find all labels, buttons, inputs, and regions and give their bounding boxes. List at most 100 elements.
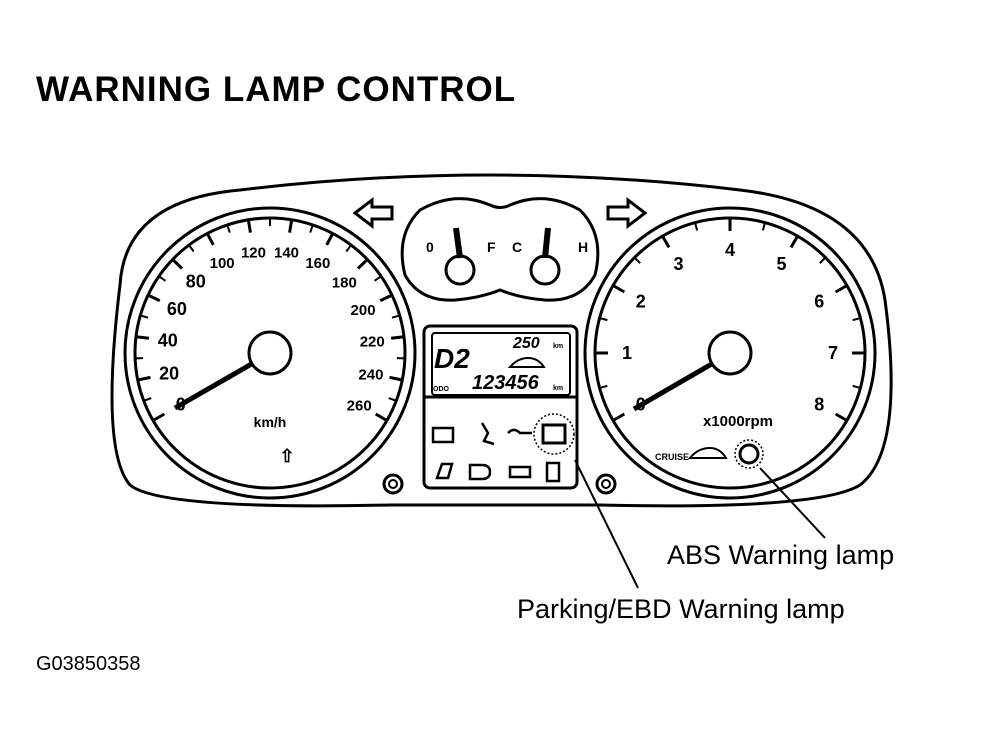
speedometer-tick (188, 244, 195, 253)
speedometer-tick (389, 375, 403, 382)
speedometer-tick (345, 244, 352, 253)
tachometer-label: 4 (725, 240, 735, 260)
odometer-prefix: ODO (433, 386, 450, 393)
tachometer-tick (633, 256, 641, 264)
right-dimmer-knob (595, 473, 617, 495)
speedometer-tick (388, 397, 397, 402)
fuel-gauge-high: F (487, 239, 496, 255)
tachometer-tick (789, 235, 799, 249)
speedometer-label: 60 (167, 299, 187, 319)
speedometer-tick (171, 258, 184, 270)
tachometer-tick (852, 384, 861, 389)
speedometer-label: 120 (241, 244, 266, 261)
headlight-indicator-icon (468, 463, 492, 481)
abs-warning-lamp-label: ABS Warning lamp (667, 540, 895, 570)
abs-leader-line (759, 467, 826, 539)
tachometer-tick (612, 284, 626, 294)
tachometer-tick (661, 235, 671, 249)
left-trip-knob (382, 473, 404, 495)
tachometer-label: 6 (814, 292, 824, 312)
seatbelt-icon: ⇧ (279, 446, 294, 466)
speedometer-tick (246, 219, 252, 233)
tachometer-label: 5 (776, 254, 786, 274)
tachometer-tick (694, 222, 699, 231)
abs-lamp-highlight (734, 439, 764, 469)
speedometer-label: 200 (351, 302, 376, 319)
speedometer-tick (356, 258, 369, 270)
speedometer-tick (391, 314, 400, 319)
tachometer-tick (852, 317, 861, 322)
speedometer-label: 140 (274, 244, 299, 261)
tachometer-label: 2 (636, 292, 646, 312)
parking-ebd-warning-lamp-label: Parking/EBD Warning lamp (517, 594, 845, 624)
tachometer-label: 1 (622, 343, 632, 363)
speedometer-label: 40 (158, 331, 178, 351)
tachometer-tick (761, 222, 766, 231)
cruise-car-icon (687, 446, 728, 459)
page-title: WARNING LAMP CONTROL (36, 70, 517, 109)
trip-value: 250 (512, 335, 540, 352)
trip-unit: km (553, 343, 563, 350)
parking-ebd-warning-icon (541, 423, 567, 445)
speedometer-tick (390, 335, 405, 340)
fuel-low-warning-icon (545, 461, 561, 483)
tachometer-needle (632, 355, 724, 412)
speedometer-label: 80 (186, 272, 206, 292)
speedometer-tick (140, 314, 149, 319)
temp-gauge-low: C (512, 239, 522, 255)
abs-warning-icon (738, 443, 760, 465)
fuel-gauge-low: 0 (426, 239, 434, 255)
tachometer: 012345678 x1000rpm CRUISE (583, 206, 877, 500)
speedometer-unit: km/h (254, 414, 287, 430)
tachometer-tick (834, 412, 848, 422)
speedometer-tick (143, 397, 152, 402)
speedometer: 020406080100120140160180200220240260 km/… (123, 206, 417, 500)
speedometer-tick (309, 224, 314, 233)
tachometer-label: 7 (828, 343, 838, 363)
speedometer-tick (158, 275, 167, 282)
odometer-unit: km (553, 385, 563, 392)
speedometer-label: 20 (159, 364, 179, 384)
speedometer-label: 180 (332, 275, 357, 292)
speedometer-label: 240 (358, 367, 383, 384)
tachometer-unit: x1000rpm (703, 413, 773, 430)
speedometer-tick (205, 232, 215, 246)
tachometer-tick (612, 412, 626, 422)
airbag-warning-icon (435, 462, 454, 480)
speedometer-tick (137, 375, 151, 382)
parking-ebd-lamp-highlight (533, 413, 575, 455)
temp-gauge-high: H (578, 239, 588, 255)
speedometer-tick (325, 232, 335, 246)
oil-pressure-warning-icon (507, 428, 532, 435)
figure-id: G03850358 (36, 653, 141, 675)
seatbelt-warning-icon (480, 422, 495, 446)
tachometer-tick (834, 284, 848, 294)
tachometer-tick (599, 384, 608, 389)
check-engine-warning-icon (508, 465, 532, 479)
tachometer-label: 8 (814, 395, 824, 415)
speedometer-hub (247, 330, 293, 376)
speedometer-tick (288, 219, 294, 233)
speedometer-label: 160 (305, 255, 330, 272)
speedometer-tick (373, 275, 382, 282)
speedometer-label: 260 (347, 398, 372, 415)
speedometer-label: 100 (210, 255, 235, 272)
battery-warning-icon (431, 426, 455, 444)
temp-gauge-hub (529, 254, 561, 286)
center-display-panel: D2 250 km ODO 123456 km (422, 324, 579, 490)
speedometer-tick (147, 293, 161, 303)
speedometer-needle (173, 355, 264, 411)
tachometer-tick (599, 317, 608, 322)
speedometer-tick (135, 335, 150, 340)
car-icon (507, 356, 546, 368)
tachometer-tick (819, 256, 827, 264)
speedometer-tick (152, 412, 166, 422)
left-turn-arrow-icon (352, 196, 394, 230)
cruise-indicator-label: CRUISE (655, 452, 689, 462)
speedometer-tick (226, 224, 231, 233)
right-turn-arrow-icon (606, 196, 648, 230)
center-gauges: 0 F C H (400, 197, 600, 302)
speedometer-tick (379, 293, 393, 303)
cluster-housing (110, 173, 893, 508)
